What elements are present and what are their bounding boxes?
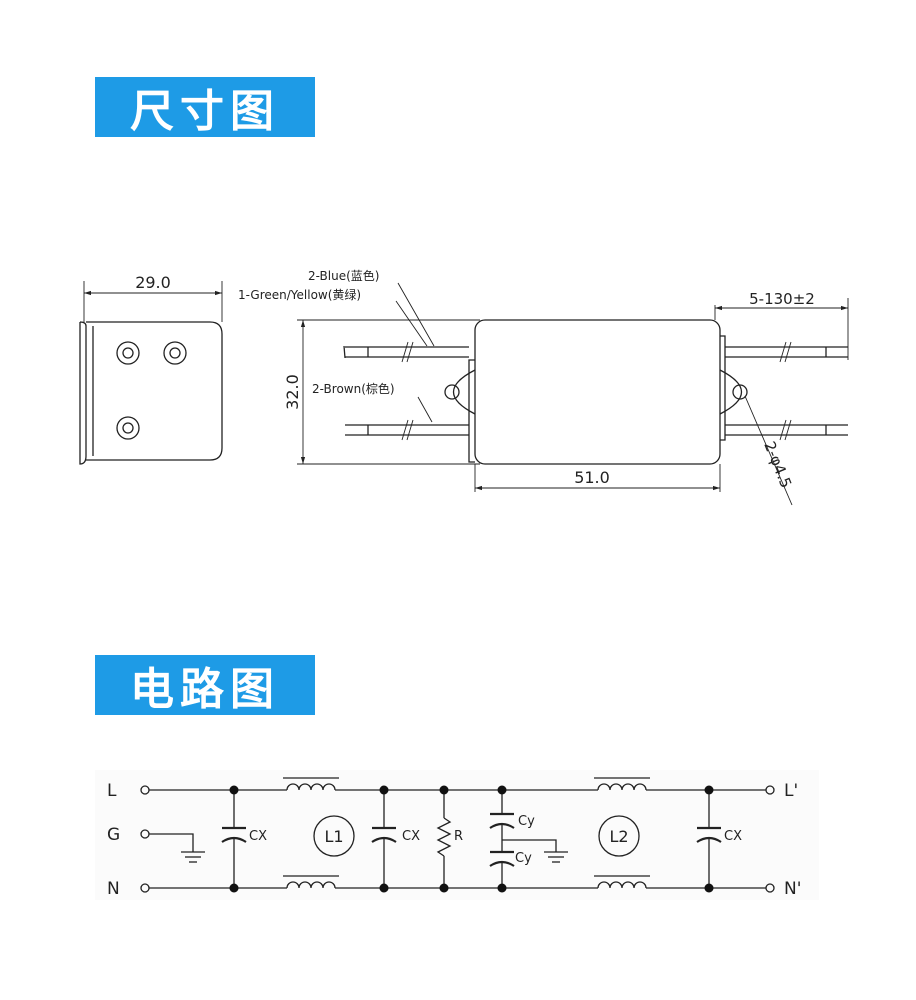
- inductor-l1: L1: [313, 815, 355, 857]
- inductor-l2: L2: [598, 815, 640, 857]
- inductor-l2-bottom-coil: [597, 881, 647, 889]
- terminal-l-label: L: [107, 781, 117, 801]
- width-dimension-label: 29.0: [135, 273, 171, 292]
- terminal-n-label: N: [107, 879, 120, 899]
- terminal-n-out-label: N': [784, 879, 801, 899]
- wire-brown-label: 2-Brown(棕色): [312, 381, 395, 396]
- dimension-section-title: 尺寸图: [95, 77, 315, 137]
- front-view: 32.0 2-Blue(蓝色) 1-Green/Yellow(黄绿): [238, 269, 849, 506]
- circuit-section-title: 电路图: [95, 655, 315, 715]
- terminal-circle: [163, 341, 187, 365]
- hole-dimension-label: 2-φ4.5: [760, 439, 795, 491]
- inductor-l1-top-coil: [286, 783, 336, 791]
- wire-blue-label: 2-Blue(蓝色): [308, 269, 379, 283]
- inductor-l2-label: L2: [609, 827, 628, 846]
- terminal-circle: [116, 341, 140, 365]
- junction-dots: [229, 785, 714, 893]
- terminal-l-out-label: L': [784, 781, 798, 801]
- cx1-label: CX: [249, 829, 267, 844]
- cy1-label: Cy: [518, 814, 535, 829]
- height-dimension-label: 32.0: [283, 374, 302, 410]
- circuit-diagram: L G N L' N': [95, 770, 819, 900]
- inductor-l2-top-coil: [597, 783, 647, 791]
- lead-length-label: 5-130±2: [749, 290, 815, 308]
- terminal-circle: [116, 416, 140, 440]
- inductor-l1-bottom-coil: [286, 881, 336, 889]
- wire-green-yellow-label: 1-Green/Yellow(黄绿): [238, 287, 361, 302]
- side-view: 29.0: [79, 273, 223, 465]
- cx2-label: CX: [402, 829, 420, 844]
- cy2-label: Cy: [515, 851, 532, 866]
- resistor-label: R: [454, 829, 463, 844]
- cx3-label: CX: [724, 829, 742, 844]
- terminal-g-label: G: [107, 825, 120, 845]
- capacitor-cx3: [696, 790, 722, 888]
- capacitor-cx1: [221, 790, 247, 888]
- capacitor-cx2: [371, 790, 397, 888]
- resistor: [436, 790, 452, 888]
- length-dimension-label: 51.0: [574, 468, 610, 487]
- inductor-l1-label: L1: [324, 827, 343, 846]
